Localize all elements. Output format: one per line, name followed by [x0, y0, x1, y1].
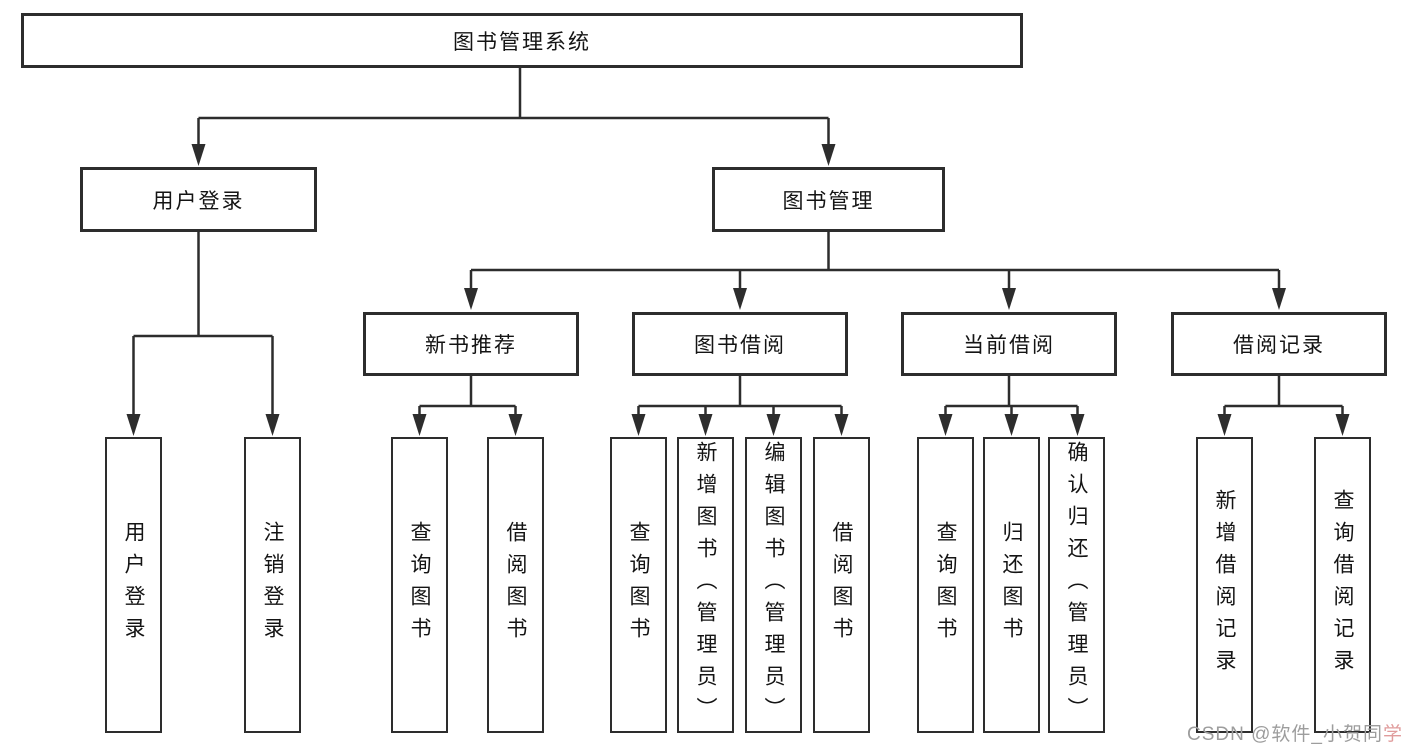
leaf-label: 归还图书: [1000, 521, 1023, 649]
leaf-add-borrow-record: 新增借阅记录: [1196, 437, 1253, 733]
node-book-management: 图书管理: [712, 167, 945, 232]
leaf-label: 查询借阅记录: [1331, 489, 1354, 681]
arrowheads: [126, 144, 1350, 436]
leaf-label: 确认归还（管理员）: [1065, 441, 1088, 729]
leaf-borrow-books: 借阅图书: [487, 437, 544, 733]
node-label: 图书管理系统: [453, 30, 591, 54]
leaf-borrow-books: 借阅图书: [813, 437, 870, 733]
node-library-management-system: 图书管理系统: [21, 13, 1023, 68]
watermark-accent-text: 学: [1382, 724, 1403, 745]
node-label: 图书管理: [782, 189, 875, 213]
connector-wires: [132, 68, 1344, 416]
leaf-query-borrow-record: 查询借阅记录: [1314, 437, 1371, 733]
watermark-text: CSDN @软件_小贺同: [1187, 724, 1383, 745]
node-user-login: 用户登录: [80, 167, 317, 232]
leaf-label: 编辑图书（管理员）: [762, 441, 785, 729]
leaf-query-books: 查询图书: [391, 437, 448, 733]
leaf-add-books-admin: 新增图书（管理员）: [677, 437, 734, 733]
node-label: 当前借阅: [963, 334, 1055, 357]
leaf-label: 借阅图书: [830, 521, 853, 649]
leaf-label: 查询图书: [408, 521, 431, 649]
leaf-edit-books-admin: 编辑图书（管理员）: [745, 437, 802, 733]
leaf-user-login: 用户登录: [105, 437, 162, 733]
node-label: 图书借阅: [694, 334, 786, 357]
node-current-borrow: 当前借阅: [901, 312, 1117, 376]
leaf-query-books: 查询图书: [610, 437, 667, 733]
leaf-confirm-return-admin: 确认归还（管理员）: [1048, 437, 1105, 733]
node-label: 借阅记录: [1233, 334, 1325, 357]
leaf-label: 新增图书（管理员）: [694, 441, 717, 729]
csdn-watermark: CSDN @软件_小贺同学: [1187, 719, 1403, 746]
leaf-logout: 注销登录: [244, 437, 301, 733]
node-new-book-recommend: 新书推荐: [363, 312, 579, 376]
leaf-label: 用户登录: [122, 521, 145, 649]
leaf-label: 借阅图书: [504, 521, 527, 649]
leaf-label: 查询图书: [627, 521, 650, 649]
node-label: 新书推荐: [425, 334, 517, 357]
leaf-query-books: 查询图书: [917, 437, 974, 733]
node-label: 用户登录: [152, 189, 245, 213]
node-book-borrow: 图书借阅: [632, 312, 848, 376]
leaf-return-books: 归还图书: [983, 437, 1040, 733]
leaf-label: 注销登录: [261, 521, 284, 649]
leaf-label: 新增借阅记录: [1213, 489, 1236, 681]
leaf-label: 查询图书: [934, 521, 957, 649]
node-borrow-records: 借阅记录: [1171, 312, 1387, 376]
